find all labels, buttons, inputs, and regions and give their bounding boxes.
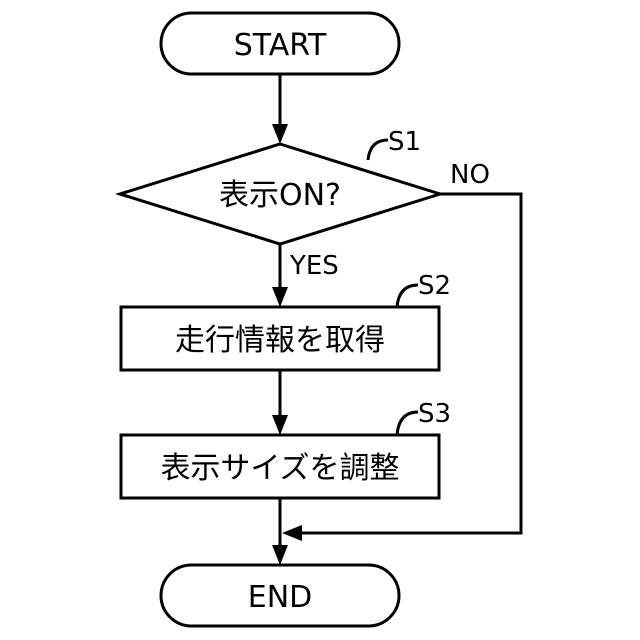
step-label-s1: S1 [388,127,421,157]
step-label-s3: S3 [418,399,451,429]
arrowhead [272,287,288,307]
process-s2: 走行情報を取得 S2 [121,271,451,370]
arrowhead [282,525,302,541]
arrowhead [272,545,288,565]
step-leader-s3 [397,412,418,435]
no-label: NO [450,160,490,190]
yes-label: YES [289,251,339,281]
end-label: END [248,580,313,615]
arrow-start-to-s1 [272,74,288,144]
end-terminal: END [161,565,399,626]
arrowhead [272,415,288,435]
process-label: 表示サイズを調整 [160,451,399,486]
start-terminal: START [161,13,399,74]
process-s3: 表示サイズを調整 S3 [121,399,451,498]
start-label: START [234,28,327,63]
arrow-s1-to-s2: YES [272,244,339,307]
decision-label: 表示ON? [219,178,341,213]
arrowhead [272,124,288,144]
step-leader-s2 [397,285,418,307]
arrow-s2-to-s3 [272,370,288,435]
process-label: 走行情報を取得 [175,323,385,358]
step-label-s2: S2 [418,271,451,301]
decision-s1: 表示ON? S1 [120,127,440,244]
arrow-s3-to-end [272,498,288,565]
step-leader-s1 [368,140,388,160]
